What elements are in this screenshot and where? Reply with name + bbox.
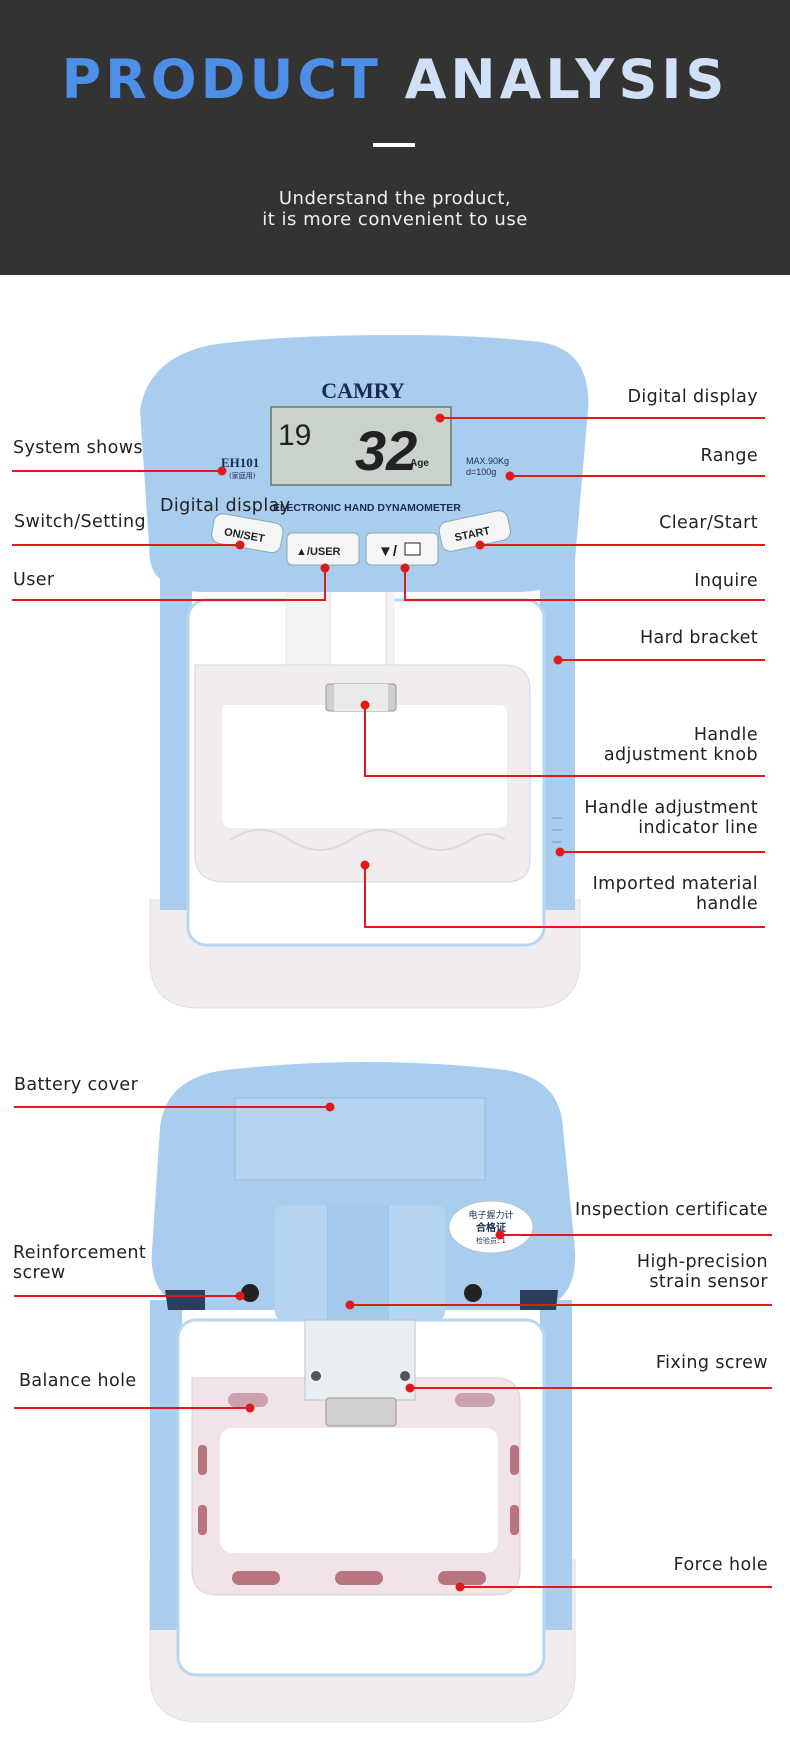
- label-knob-line-1: Handle: [693, 725, 758, 745]
- back-right-bar: [540, 1300, 572, 1630]
- label-knob-line-2: adjustment knob: [603, 745, 758, 765]
- title-divider: [373, 143, 415, 147]
- side-hole-right-1: [510, 1445, 519, 1475]
- balance-hole-right: [455, 1393, 495, 1407]
- panel-text: ELECTRONIC HAND DYNAMOMETER: [273, 502, 461, 514]
- range-line-1: MAX.90Kg: [466, 456, 509, 466]
- cert-line-1: 电子握力计: [468, 1209, 513, 1221]
- force-hole-1: [232, 1571, 280, 1585]
- sensor-core: [327, 1205, 389, 1335]
- balance-hole-left: [228, 1393, 268, 1407]
- leader-dots-back: [235, 1102, 505, 1592]
- side-hole-left-1: [198, 1445, 207, 1475]
- label-imported-material-handle: Imported material handle: [593, 874, 758, 914]
- inquire-button[interactable]: ▼/: [378, 543, 398, 560]
- header-banner: PRODUCT ANALYSIS Understand the product,…: [0, 0, 790, 275]
- leader-dots-front: [217, 413, 565, 870]
- back-knob: [325, 1397, 397, 1427]
- force-hole-2: [335, 1571, 383, 1585]
- back-right-wing: [520, 1290, 558, 1310]
- cert-line-2: 合格证: [475, 1221, 506, 1234]
- label-clear-start: Clear/Start: [659, 513, 758, 533]
- side-hole-right-2: [510, 1505, 519, 1535]
- onset-button-shape: [211, 513, 284, 554]
- front-left-bar: [160, 560, 192, 910]
- lcd-big-value: 32: [355, 419, 417, 482]
- back-left-wing: [165, 1290, 205, 1310]
- label-system-shows: System shows: [13, 438, 143, 458]
- sensor-plate: [304, 1319, 416, 1401]
- label-material-line-2: handle: [695, 894, 758, 914]
- label-digital-display: Digital display: [627, 387, 758, 407]
- page-title: PRODUCT ANALYSIS: [0, 48, 790, 111]
- leader-lines-front: [12, 417, 765, 928]
- label-indicator-line-2: indicator line: [638, 818, 758, 838]
- label-fixing-screw: Fixing screw: [655, 1353, 768, 1373]
- title-part-1: PRODUCT: [61, 48, 382, 111]
- front-right-bar: [540, 560, 575, 910]
- label-material-line-1: Imported material: [592, 874, 758, 894]
- label-inquire: Inquire: [694, 571, 758, 591]
- back-device: [149, 1062, 576, 1723]
- book-icon: [404, 542, 421, 556]
- lcd-unit: Age: [410, 458, 429, 469]
- label-sensor-line-1: High-precision: [636, 1252, 768, 1272]
- label-force-hole: Force hole: [673, 1555, 768, 1575]
- label-switch-setting: Switch/Setting: [14, 512, 147, 532]
- front-lcd: [270, 406, 452, 486]
- label-balance-hole: Balance hole: [19, 1371, 137, 1391]
- inquire-button-shape: [365, 532, 439, 566]
- model-label: EH101: [221, 455, 259, 470]
- front-grip-ridges: [229, 829, 506, 851]
- label-strain-sensor: High-precision strain sensor: [637, 1252, 768, 1292]
- label-sensor-line-2: strain sensor: [649, 1272, 768, 1292]
- range-line-2: d=100g: [466, 467, 496, 477]
- label-handle-adjustment-knob: Handle adjustment knob: [604, 725, 758, 765]
- label-user: User: [13, 570, 55, 590]
- label-battery-cover: Battery cover: [14, 1075, 139, 1095]
- label-reinforcement-line-2: screw: [13, 1263, 66, 1283]
- label-indicator-line-1: Handle adjustment: [584, 798, 758, 818]
- fixing-screw-left: [311, 1371, 321, 1381]
- page-subtitle: Understand the product, it is more conve…: [0, 188, 790, 230]
- reinforcement-screw-right: [464, 1284, 482, 1302]
- user-button[interactable]: ▲/USER: [296, 546, 341, 558]
- title-part-2: ANALYSIS: [404, 48, 729, 111]
- label-handle-indicator-line: Handle adjustment indicator line: [584, 798, 758, 838]
- model-sub-label: (家庭用): [229, 471, 256, 480]
- side-hole-left-2: [198, 1505, 207, 1535]
- certificate-sticker: [448, 1200, 534, 1254]
- label-hard-bracket: Hard bracket: [639, 628, 758, 648]
- leader-lines-back: [14, 1106, 772, 1588]
- reinforcement-screw-left: [241, 1284, 259, 1302]
- label-inspection-certificate: Inspection certificate: [574, 1200, 768, 1220]
- lcd-small-value: 19: [278, 419, 311, 452]
- label-digital-display-overlay: Digital display: [160, 496, 291, 516]
- label-reinforcement-line-1: Reinforcement: [13, 1243, 147, 1263]
- cert-line-3: 检验员: 1: [476, 1236, 506, 1245]
- force-hole-3: [438, 1571, 486, 1585]
- battery-cover-shape: [234, 1097, 486, 1181]
- back-left-bar: [150, 1300, 182, 1630]
- back-handle-hole: [220, 1428, 498, 1553]
- label-reinforcement-screw: Reinforcement screw: [13, 1243, 146, 1283]
- brand-logo: CAMRY: [321, 378, 405, 403]
- fixing-screw-right: [400, 1371, 410, 1381]
- subtitle-line-1: Understand the product,: [278, 188, 512, 209]
- subtitle-line-2: it is more convenient to use: [262, 209, 528, 230]
- label-range: Range: [700, 446, 758, 466]
